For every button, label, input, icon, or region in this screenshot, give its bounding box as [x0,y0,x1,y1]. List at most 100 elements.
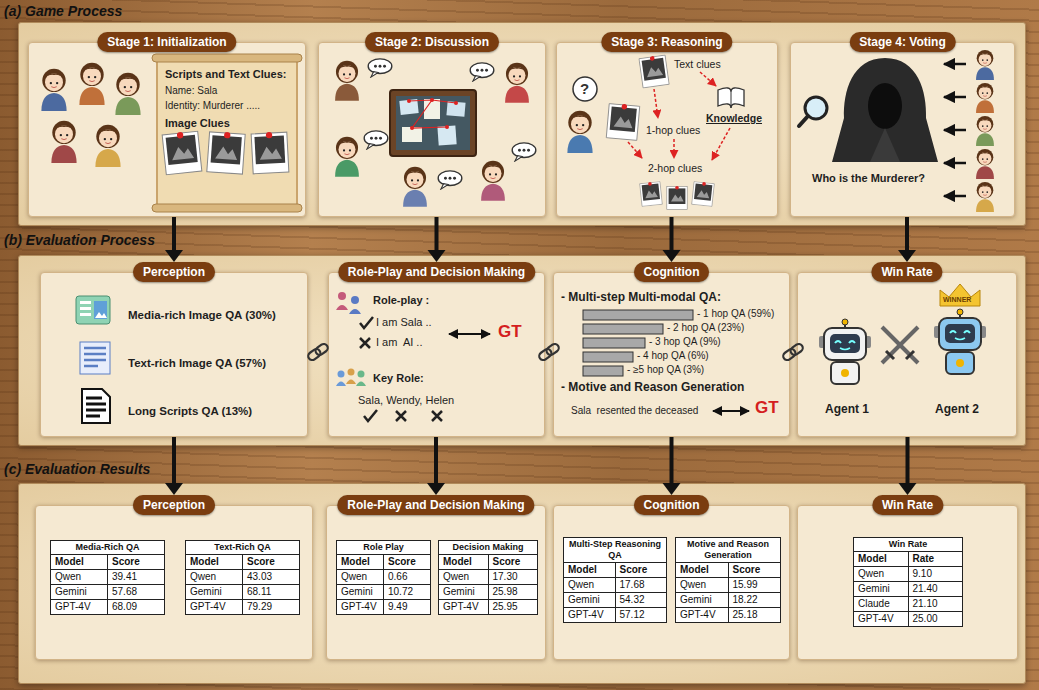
role-icon [358,371,365,378]
speech-bubble [364,131,388,149]
character-group [115,73,140,115]
role-icon [356,382,366,387]
speech-bubble [438,171,462,189]
scroll-roll [152,54,302,62]
hop-bar [583,310,693,320]
table-cell: Qwen [676,578,728,592]
voter-group [944,162,966,165]
role-names: Sala, Wendy, Helen [358,394,454,407]
table-row: Gemini25.98 [439,585,537,600]
table-cell: Model [186,555,242,569]
arrow-head [427,483,445,495]
table-row: GPT-4V25.18 [676,608,780,622]
double-arrow [713,410,749,412]
flow-arrow [428,217,446,262]
ground-truth: GT [755,398,779,418]
arrow-head [898,250,916,262]
table-title: Media-Rich QA [51,541,164,555]
flow-arrow [898,217,916,262]
table-cell: Gemini [51,585,107,599]
reasoning-illustration [628,142,642,158]
arrow-shaft [435,217,439,251]
table-cell: GPT-4V [564,608,615,622]
table-cell: 68.11 [242,585,299,599]
image-clue [162,130,202,174]
score-table: Media-Rich QAModelScoreQwen39.41Gemini57… [50,540,165,615]
row-title: (a) Game Process [4,3,122,19]
table-cell: Claude [854,597,908,611]
double-arrow [713,411,749,412]
score-table: Decision MakingModelScoreQwen17.30Gemini… [438,540,538,615]
table-row: GPT-4V9.49 [337,600,430,614]
perception-icon [94,301,107,319]
table-cell: Gemini [337,585,383,599]
hop-label: - ≥5 hop QA (3%) [627,364,704,376]
score-table: Multi-Step Reasoning QAModelScoreQwen17.… [563,537,667,623]
section-label: Key Role: [373,372,424,385]
reasoning-illustration [573,77,597,101]
role-icon [396,411,406,421]
evidence-board [390,90,476,156]
character-group [41,69,66,111]
results-panel: CognitionMulti-Step Reasoning QAModelSco… [553,495,790,660]
clue-label: 1-hop clues [646,124,700,137]
role-icon [432,411,442,421]
arrow-head [428,250,446,262]
image-clue [207,131,245,174]
score-table: Text-Rich QAModelScoreQwen43.03Gemini68.… [185,540,300,615]
agent-illustration [940,284,980,306]
table-row: ModelScore [337,555,430,570]
evidence-board [409,100,456,128]
reasoning-illustration [628,72,730,160]
table-cell: 17.30 [488,570,538,584]
reasoning-illustration [567,111,592,153]
section-label: Role-play : [373,294,429,307]
evidence-board [396,96,470,150]
agent-illustration [906,351,914,359]
role-icon [336,382,346,387]
character-group [481,161,505,201]
table-cell: Qwen [564,578,615,592]
arrow-shaft [434,437,438,484]
table-cell: 39.41 [107,570,164,584]
perception-icon [80,307,91,310]
role-icon [336,292,490,421]
table-cell: 25.95 [488,600,538,614]
arrow-head [165,250,183,262]
table-cell: Gemini [676,593,728,607]
perception-icon [76,296,110,324]
murderer-figure [799,116,808,126]
character-group [403,167,427,207]
image-clue [162,130,289,174]
winner-text: WINNER [943,296,971,304]
panel-heading: Win Rate [871,262,942,282]
hop-bar [583,338,645,348]
table-cell: Qwen [439,570,488,584]
murderer-figure [799,58,938,162]
table-cell: 43.03 [242,570,299,584]
table-cell: GPT-4V [439,600,488,614]
table-cell: Qwen [854,567,908,581]
table-cell: Rate [908,552,963,566]
role-icon [346,380,356,385]
score-table: Win RateModelRateQwen9.10Gemini21.40Clau… [853,537,963,627]
table-row: Gemini21.40 [854,582,962,597]
perception-icon [86,398,106,416]
reasoning-illustration [654,89,658,118]
character-group [335,61,529,207]
panel-heading: Perception [133,262,215,282]
panel-heading: Perception [133,495,215,515]
evidence-board [446,101,465,117]
evidence-board [445,125,449,129]
evidence-board [407,99,411,103]
character-group [505,63,529,103]
table-row: ModelScore [186,555,299,570]
table-cell: Score [728,563,781,577]
agent-illustration [882,327,918,363]
panel-heading: Win Rate [872,495,943,515]
section-label: - Motive and Reason Generation [561,380,744,394]
table-cell: Qwen [186,570,242,584]
table-cell: Qwen [51,570,107,584]
perception-icon [76,296,110,423]
voter-group [944,129,966,132]
